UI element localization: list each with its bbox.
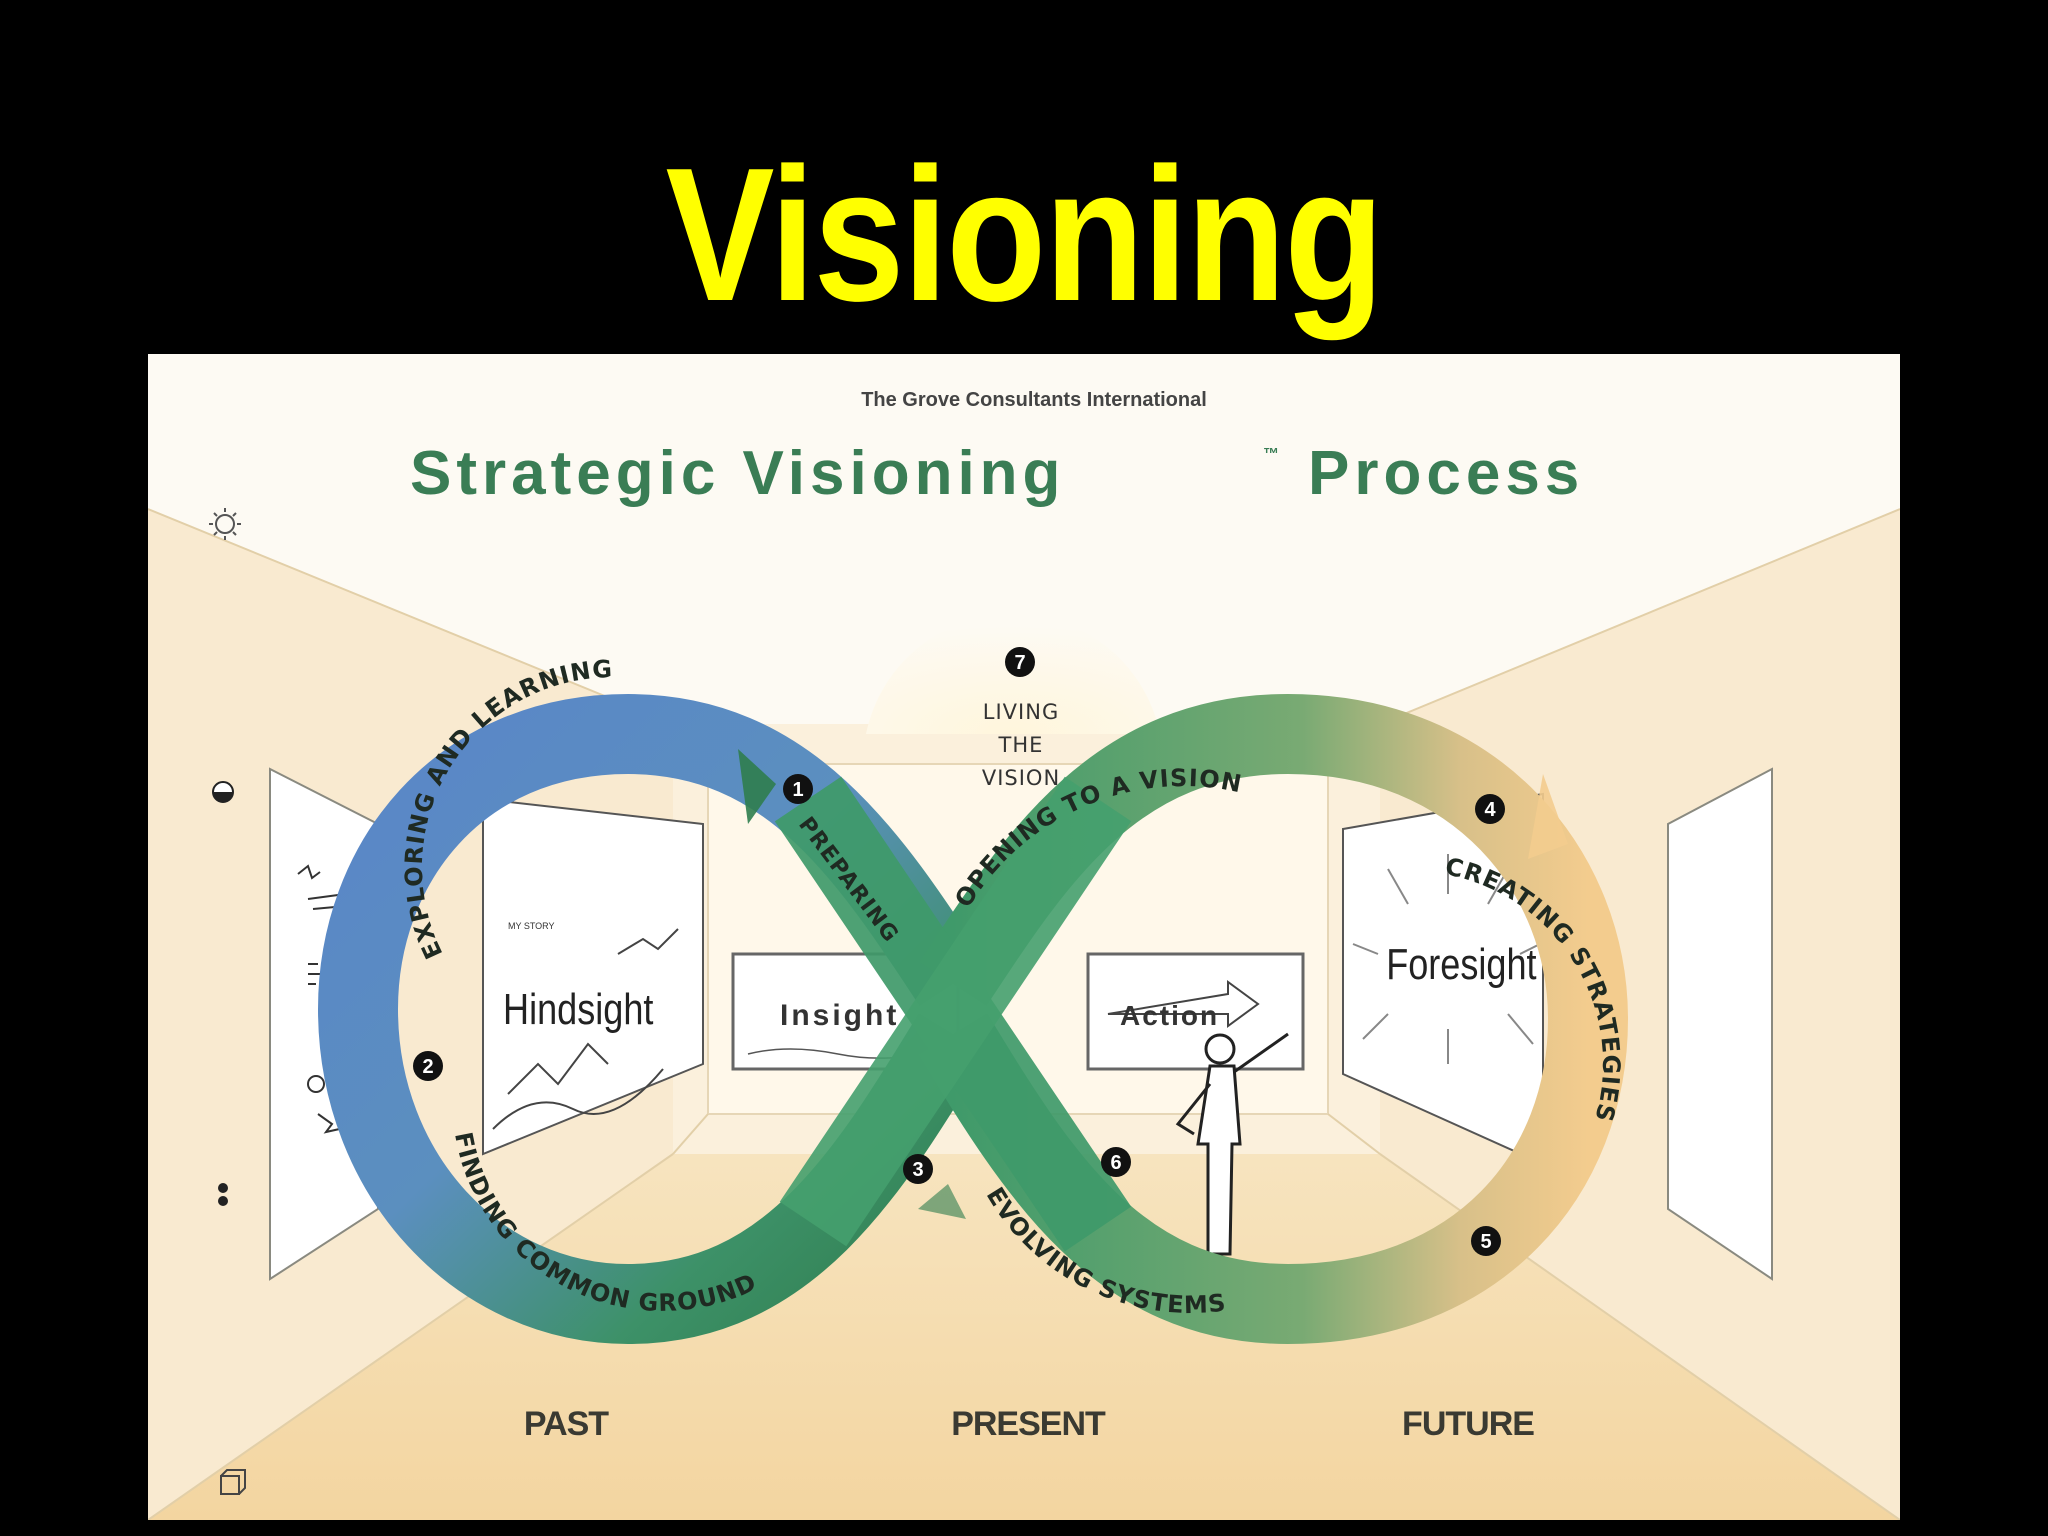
presenter-figure bbox=[1175, 1032, 1289, 1256]
svg-text:4: 4 bbox=[1484, 799, 1496, 821]
present-label: PRESENT bbox=[951, 1405, 1106, 1443]
svg-text:THE: THE bbox=[998, 733, 1044, 757]
publisher-label: The Grove Consultants International bbox=[861, 389, 1207, 411]
foresight-board: Foresight bbox=[1342, 792, 1544, 1166]
step-6-badge: 6 bbox=[1101, 1147, 1131, 1177]
time-labels: PAST PRESENT FUTURE bbox=[524, 1405, 1535, 1443]
svg-text:7: 7 bbox=[1014, 652, 1025, 674]
step-7-badge: 7 bbox=[1005, 647, 1035, 677]
strategic-visioning-diagram: MY STORY Hindsight Insight Action bbox=[148, 354, 1900, 1520]
diagram-title-main: Strategic Visioning bbox=[410, 439, 1065, 508]
sun-icon bbox=[209, 508, 241, 540]
svg-text:MY STORY: MY STORY bbox=[508, 921, 555, 931]
diagram-title: Strategic Visioning ™ Process bbox=[410, 439, 1584, 508]
past-label: PAST bbox=[524, 1405, 609, 1443]
half-moon-icon bbox=[212, 781, 234, 803]
step-4-badge: 4 bbox=[1475, 794, 1505, 824]
step-1-badge: 1 bbox=[783, 774, 813, 804]
insight-label: Insight bbox=[780, 999, 899, 1032]
svg-text:VISION: VISION bbox=[982, 766, 1060, 790]
step-3-badge: 3 bbox=[903, 1154, 933, 1184]
foresight-label: Foresight bbox=[1386, 940, 1536, 989]
hindsight-label: Hindsight bbox=[503, 985, 653, 1034]
svg-text:1: 1 bbox=[792, 779, 803, 801]
step-2-badge: 2 bbox=[413, 1051, 443, 1081]
future-label: FUTURE bbox=[1402, 1405, 1534, 1443]
diagram-canvas: MY STORY Hindsight Insight Action bbox=[148, 389, 1900, 1520]
svg-text:5: 5 bbox=[1480, 1231, 1491, 1253]
cube-icon bbox=[220, 1469, 246, 1495]
slide-title: Visioning bbox=[665, 129, 1385, 341]
trademark-mark: ™ bbox=[1263, 446, 1279, 463]
living-the-vision: LIVING THE VISION bbox=[982, 700, 1060, 790]
action-label: Action bbox=[1120, 1000, 1219, 1031]
step-badges: 1 2 3 4 5 6 7 bbox=[413, 647, 1505, 1256]
action-board: Action bbox=[1086, 952, 1305, 1071]
svg-text:3: 3 bbox=[912, 1159, 923, 1181]
margin-icons bbox=[209, 508, 246, 1495]
diagram-title-suffix: Process bbox=[1308, 439, 1584, 508]
step-5-badge: 5 bbox=[1471, 1226, 1501, 1256]
svg-text:2: 2 bbox=[422, 1056, 433, 1078]
hindsight-board: MY STORY Hindsight bbox=[482, 797, 704, 1156]
svg-text:LIVING: LIVING bbox=[983, 700, 1059, 724]
infinity-loop bbox=[317, 693, 1629, 1345]
dots-icon bbox=[218, 1183, 228, 1206]
svg-text:6: 6 bbox=[1110, 1152, 1121, 1174]
